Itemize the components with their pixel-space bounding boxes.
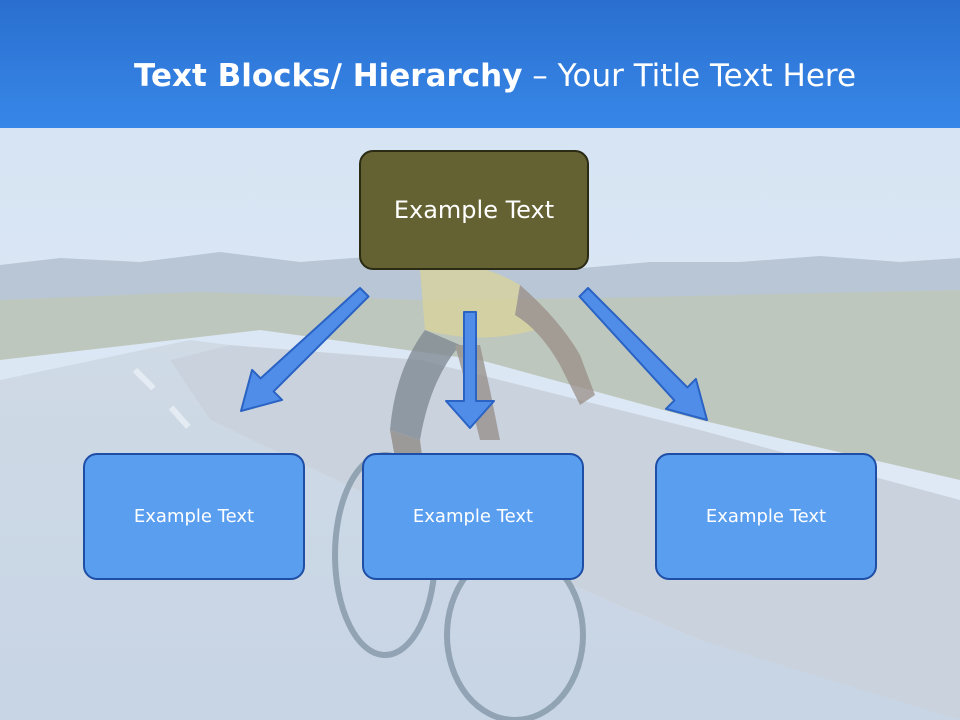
slide-title: Text Blocks/ Hierarchy – Your Title Text… [0, 50, 960, 102]
title-bold: Text Blocks/ Hierarchy [133, 58, 523, 94]
title-rest: Your Title Text Here [557, 58, 857, 94]
road-center-line [132, 367, 203, 442]
child-box-label-3: Example Text [705, 506, 827, 527]
arrow-center [445, 311, 495, 429]
child-box-label-1: Example Text [133, 506, 255, 527]
arrow-right [578, 287, 708, 421]
child-box-3: Example Text [655, 453, 877, 580]
child-box-2: Example Text [362, 453, 584, 580]
root-box: Example Text [359, 150, 589, 270]
child-box-1: Example Text [83, 453, 305, 580]
root-box-label: Example Text [393, 196, 555, 224]
title-separator: – [522, 58, 558, 94]
road [0, 340, 960, 720]
arrow-left [240, 287, 370, 412]
hillside [0, 290, 960, 480]
child-box-label-2: Example Text [412, 506, 534, 527]
title-bar [0, 0, 960, 128]
